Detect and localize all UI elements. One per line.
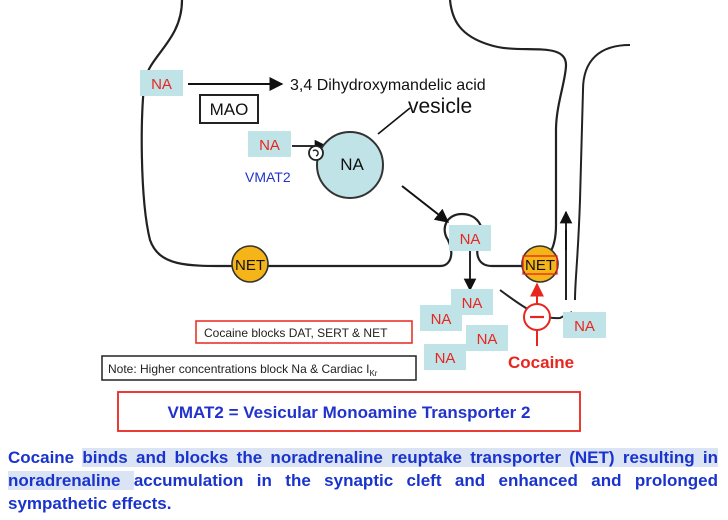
caption-paragraph: Cocaine binds and blocks the noradrenali… — [8, 446, 718, 515]
vmat2-label: VMAT2 — [245, 169, 291, 185]
svg-text:NET: NET — [235, 257, 265, 274]
svg-text:NA: NA — [460, 231, 481, 248]
caption-part-1: Cocaine — [8, 448, 83, 467]
na-box-cytoplasm: NA — [140, 70, 183, 96]
vesicle-pointer — [377, 107, 411, 135]
svg-text:NA: NA — [462, 295, 483, 312]
svg-text:NA: NA — [151, 76, 172, 93]
caption-part-2: accumulation in the synaptic cleft and e… — [8, 471, 718, 513]
vmat2-definition: VMAT2 = Vesicular Monoamine Transporter … — [168, 403, 531, 422]
vesicle-na-label: NA — [340, 155, 364, 174]
svg-text:NA: NA — [259, 137, 280, 154]
na-box-cleft-2: NA — [420, 305, 462, 331]
svg-text:NET: NET — [525, 257, 555, 274]
svg-text:NA: NA — [431, 311, 452, 328]
higher-concentration-box — [101, 355, 417, 381]
na-box-cleft-5: NA — [563, 312, 606, 338]
cocaine-blocks-box — [195, 320, 413, 344]
cocaine-blocks-note: Cocaine blocks DAT, SERT & NET — [204, 326, 388, 340]
noradrenaline-synapse-diagram: MAO 3,4 Dihydroxymandelic acid vesicle N… — [101, 0, 631, 432]
svg-text:NA: NA — [574, 318, 595, 335]
inhibition-minus-icon — [523, 303, 551, 331]
na-box-cleft-4: NA — [424, 344, 466, 370]
svg-text:NA: NA — [435, 350, 456, 367]
net-transporter-right: NET — [521, 245, 559, 283]
na-box-cleft-3: NA — [466, 325, 508, 351]
cocaine-label: Cocaine — [508, 353, 574, 372]
metabolite-label: 3,4 Dihydroxymandelic acid — [290, 77, 486, 94]
axon-membrane-outer — [574, 44, 631, 301]
exocytosis-arrow — [401, 185, 450, 223]
vmat2-definition-box — [117, 391, 581, 432]
net-transporter-left: NET — [231, 245, 269, 283]
mao-label: MAO — [210, 100, 249, 119]
vesicle-label: vesicle — [408, 95, 472, 118]
na-box-release: NA — [449, 225, 491, 251]
higher-concentration-note: Note: Higher concentrations block Na & C… — [108, 362, 378, 378]
svg-text:NA: NA — [477, 331, 498, 348]
vmat2-transporter-icon — [308, 145, 324, 161]
na-box-vmat2: NA — [248, 131, 291, 157]
presynaptic-membrane — [140, 0, 568, 268]
mao-box — [199, 94, 259, 124]
